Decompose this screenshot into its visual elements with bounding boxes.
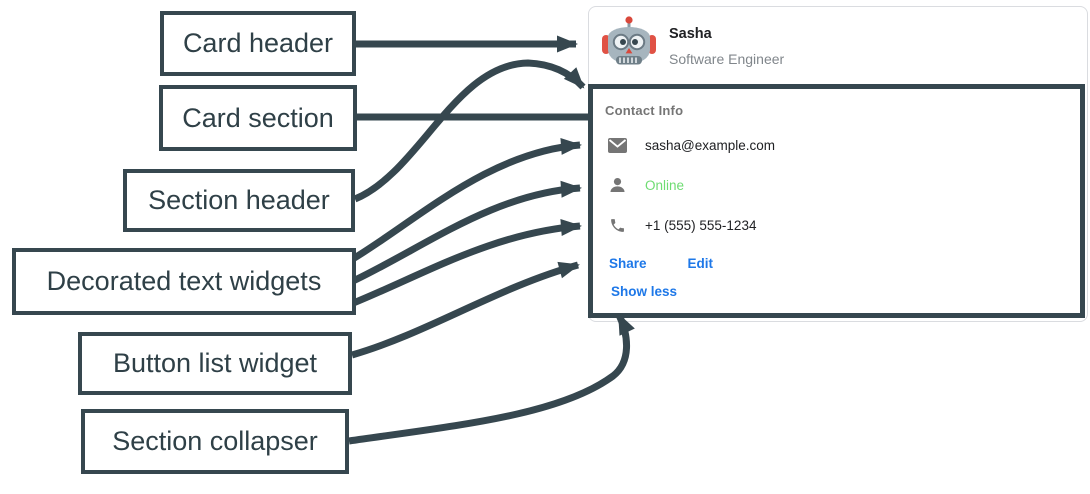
email-icon [608, 136, 627, 155]
person-icon [608, 176, 627, 195]
arrow-decorated-phone [349, 219, 582, 308]
arrow-decorated-email [349, 137, 582, 264]
arrow-section-collapser [348, 313, 635, 445]
show-less-button[interactable]: Show less [611, 284, 678, 299]
phone-icon [608, 216, 627, 235]
status-text: Online [645, 177, 685, 193]
card-header-subtitle: Software Engineer [669, 51, 785, 67]
edit-button[interactable]: Edit [687, 256, 714, 271]
card-header-name: Sasha [669, 26, 712, 42]
contact-card: Sasha Software Engineer Contact Info sas… [588, 6, 1088, 322]
arrow-section-header [353, 59, 586, 203]
phone-text: +1 (555) 555-1234 [645, 217, 757, 233]
arrow-button-list [351, 261, 580, 359]
callout-card-header: Card header [160, 11, 356, 76]
email-text: sasha@example.com [645, 137, 776, 153]
callout-section-header: Section header [123, 169, 355, 232]
decorated-text-email: sasha@example.com [608, 135, 775, 155]
decorated-text-status: Online [608, 175, 684, 195]
callout-button-list-widget: Button list widget [78, 332, 352, 395]
button-list: Share Edit [609, 256, 713, 271]
share-button[interactable]: Share [609, 256, 647, 271]
arrow-decorated-status [349, 180, 582, 286]
section-header-title: Contact Info [605, 103, 684, 118]
robot-avatar-icon [601, 13, 657, 69]
callout-card-section: Card section [159, 85, 357, 151]
callout-decorated-text-widgets: Decorated text widgets [12, 248, 356, 315]
card-section-highlight [588, 84, 1085, 318]
decorated-text-phone: +1 (555) 555-1234 [608, 215, 756, 235]
callout-section-collapser: Section collapser [81, 409, 349, 474]
